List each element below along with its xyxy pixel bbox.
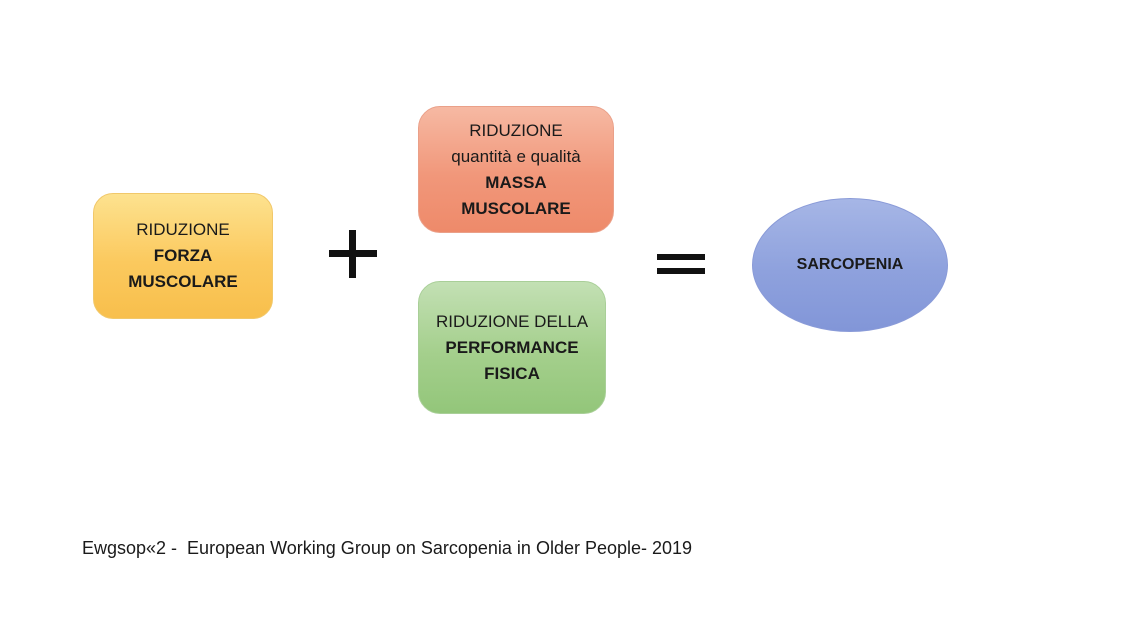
performance-fisica-box: RIDUZIONE DELLA PERFORMANCE FISICA (418, 281, 606, 414)
equals-top-bar (657, 254, 705, 260)
forza-muscolare-box: RIDUZIONE FORZA MUSCOLARE (93, 193, 273, 319)
plus-vertical-bar (349, 230, 356, 278)
sarcopenia-label: SARCOPENIA (796, 256, 904, 273)
massa-line-1: RIDUZIONE (469, 120, 563, 140)
massa-line-4: MUSCOLARE (461, 198, 571, 218)
forza-line-1: RIDUZIONE (136, 220, 230, 239)
performance-line-3: FISICA (484, 363, 540, 383)
massa-muscolare-box: RIDUZIONE quantità e qualità MASSA MUSCO… (418, 106, 614, 233)
forza-line-2: FORZA (153, 246, 213, 265)
performance-line-1: RIDUZIONE DELLA (435, 311, 589, 331)
source-caption: Ewgsop«2 - European Working Group on Sar… (82, 538, 693, 558)
forza-line-3: MUSCOLARE (128, 272, 238, 291)
massa-line-2: quantità e qualità (451, 146, 581, 166)
massa-line-3: MASSA (485, 172, 547, 192)
sarcopenia-ellipse: SARCOPENIA (752, 198, 948, 332)
equals-bottom-bar (657, 268, 705, 274)
performance-line-2: PERFORMANCE (445, 337, 579, 357)
